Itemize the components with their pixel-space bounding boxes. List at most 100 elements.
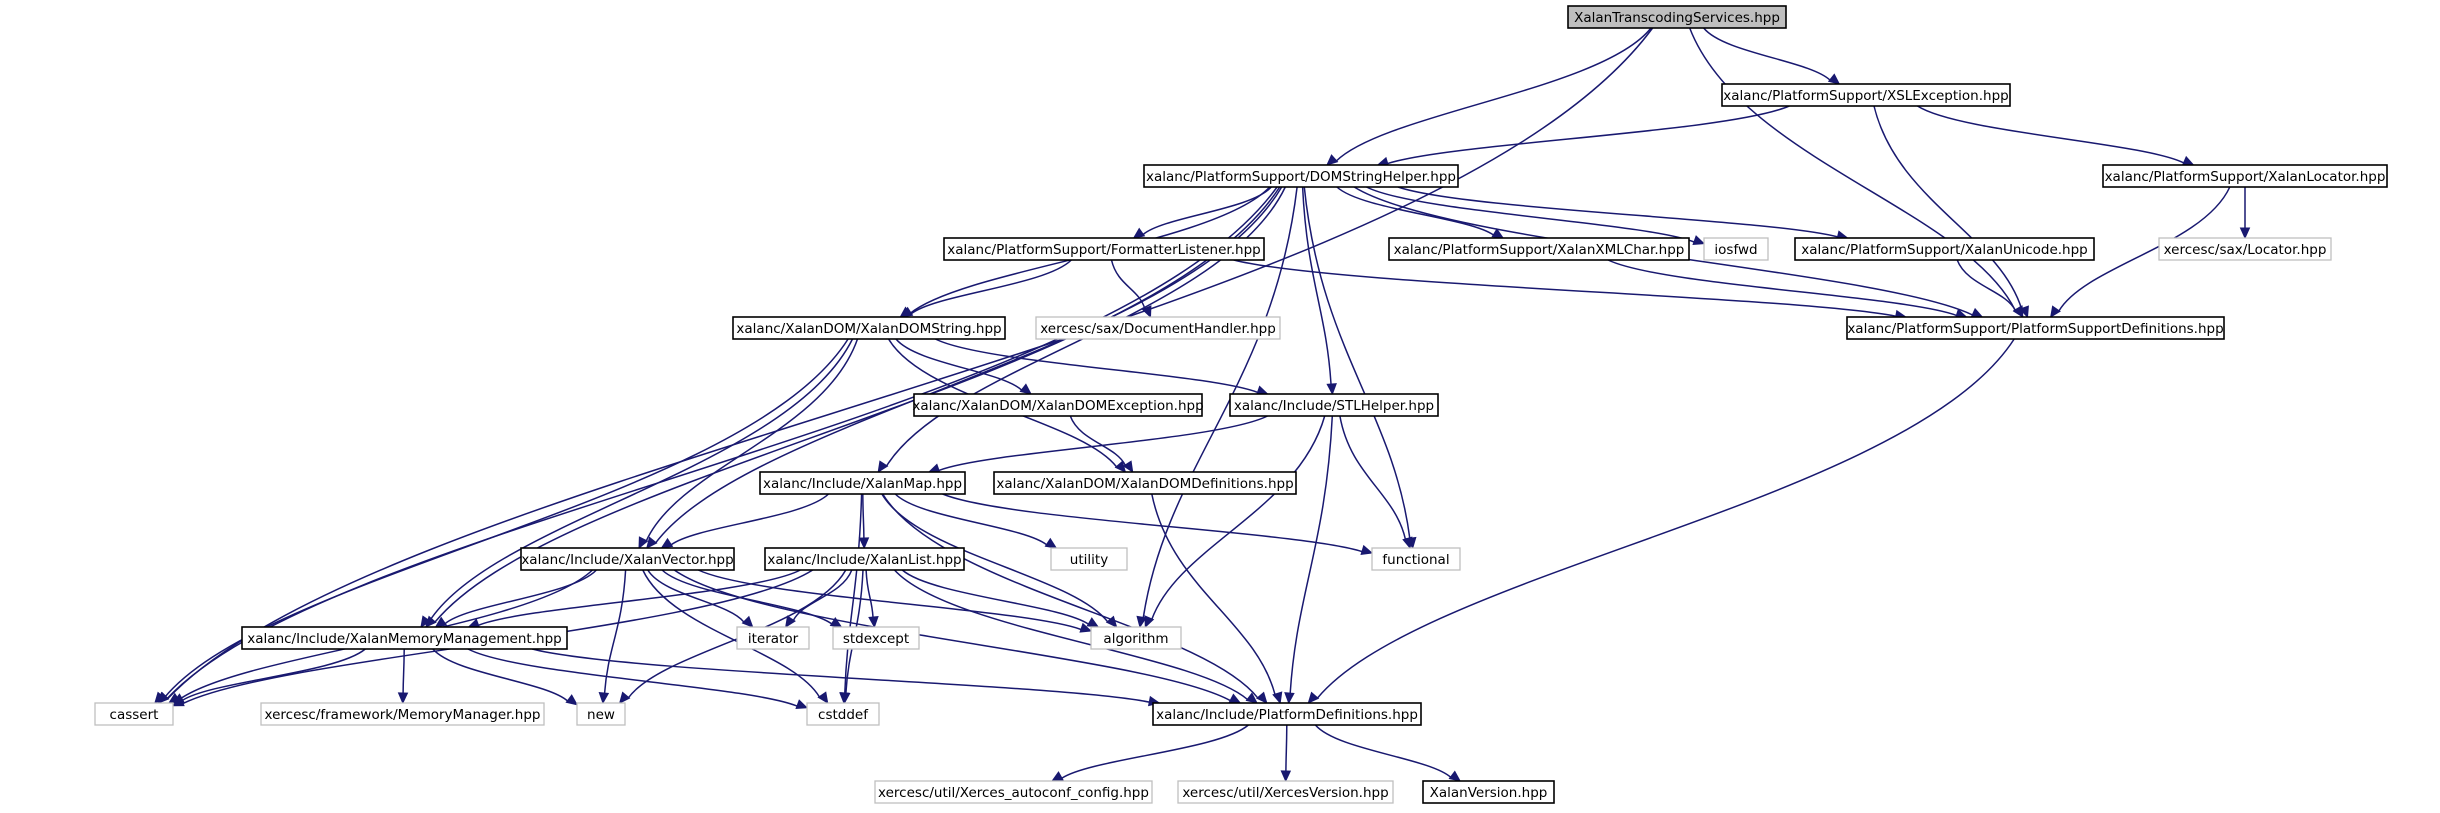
edge-arrowhead-stlhelper-to-functional xyxy=(1402,536,1413,550)
node-box-xalandomexception xyxy=(913,393,1203,417)
edge-arrowhead-xalanmap-to-xalanvector xyxy=(660,537,674,549)
edge-root-to-platformsupportdefs xyxy=(1689,27,2016,311)
node-box-xalanversion xyxy=(1422,780,1555,804)
edge-root-to-domstringhelper xyxy=(1335,27,1652,162)
node-xalandomdefs[interactable]: xalanc/XalanDOM/XalanDOMDefinitions.hpp xyxy=(993,471,1297,495)
edge-xalanmemmgmt-to-new xyxy=(432,648,569,702)
edge-xalanlist-to-xalanmemmgmt xyxy=(478,569,801,626)
edge-domstringhelper-to-stlhelper xyxy=(1301,186,1332,385)
node-label-xalanmemmgmt: xalanc/Include/XalanMemoryManagement.hpp xyxy=(247,631,561,647)
edge-xalandomstring-to-cassert xyxy=(163,338,849,699)
node-platformdefs[interactable]: xalanc/Include/PlatformDefinitions.hpp xyxy=(1152,702,1422,726)
edge-arrowhead-xalanlist-to-algorithm xyxy=(1086,617,1100,628)
edge-arrowhead-platformdefs-to-autoconf xyxy=(1051,771,1064,782)
node-label-utility: utility xyxy=(1070,552,1108,568)
node-xalanversion[interactable]: XalanVersion.hpp xyxy=(1422,780,1555,804)
edge-formatterlistener-to-xalandomstring xyxy=(910,259,1072,315)
node-xalanunicode[interactable]: xalanc/PlatformSupport/XalanUnicode.hpp xyxy=(1794,237,2095,261)
node-label-xalandomdefs: xalanc/XalanDOM/XalanDOMDefinitions.hpp xyxy=(996,476,1293,492)
node-xalanxmlchar[interactable]: xalanc/PlatformSupport/XalanXMLChar.hpp xyxy=(1388,237,1690,261)
edge-xalanlist-to-iterator xyxy=(792,569,853,621)
edge-arrowhead-xalanmap-to-platformdefs xyxy=(1255,691,1268,704)
node-label-stlhelper: xalanc/Include/STLHelper.hpp xyxy=(1234,398,1434,414)
edge-arrowhead-xalanlist-to-platformdefs xyxy=(1245,692,1258,704)
edge-arrowhead-xalandomstring-to-cassert xyxy=(154,691,166,704)
node-xalandomstring[interactable]: xalanc/XalanDOM/XalanDOMString.hpp xyxy=(732,316,1006,340)
edge-xalanvector-to-iterator xyxy=(647,569,745,623)
edge-arrowhead-xalandomstring-to-xalandomexception xyxy=(1019,383,1032,395)
edge-domstringhelper-to-xalanmemmgmt xyxy=(434,186,1281,623)
node-formatterlistener[interactable]: xalanc/PlatformSupport/FormatterListener… xyxy=(943,237,1265,261)
edge-xslexception-to-xalanlocator xyxy=(1917,105,2185,164)
node-new: new xyxy=(576,702,626,726)
node-xalandomexception[interactable]: xalanc/XalanDOM/XalanDOMException.hpp xyxy=(912,393,1204,417)
edge-arrowhead-formatterlistener-to-xalandomstring xyxy=(900,306,914,318)
node-box-platformsupportdefs xyxy=(1846,316,2225,340)
edge-arrowhead-domstringhelper-to-xalanvector xyxy=(646,536,658,549)
node-label-formatterlistener: xalanc/PlatformSupport/FormatterListener… xyxy=(947,242,1260,258)
node-box-algorithm xyxy=(1090,626,1182,650)
edge-arrowhead-xalanlocator-to-platformsupportdefs xyxy=(2050,305,2061,319)
node-xalanlocator[interactable]: xalanc/PlatformSupport/XalanLocator.hpp xyxy=(2102,164,2388,188)
edge-stlhelper-to-algorithm xyxy=(1151,415,1326,620)
node-label-xercesversion: xercesc/util/XercesVersion.hpp xyxy=(1182,785,1388,801)
node-box-saxlocator xyxy=(2158,237,2332,261)
edge-xalanvector-to-algorithm xyxy=(697,569,1082,631)
edge-xalanlist-to-platformdefs xyxy=(893,569,1249,701)
edge-arrowhead-xalanmap-to-utility xyxy=(1044,537,1058,549)
edge-arrowhead-formatterlistener-to-documenthandler xyxy=(1141,305,1152,319)
node-documenthandler: xercesc/sax/DocumentHandler.hpp xyxy=(1035,316,1281,340)
edge-xalanmap-to-platformdefs xyxy=(882,493,1259,699)
node-box-xalanunicode xyxy=(1794,237,2095,261)
edges-layer xyxy=(154,27,2251,783)
edge-xslexception-to-domstringhelper xyxy=(1387,105,1790,165)
node-xslexception[interactable]: xalanc/PlatformSupport/XSLException.hpp xyxy=(1721,83,2011,107)
edge-arrowhead-xalanvector-to-cstddef xyxy=(817,691,829,704)
edge-formatterlistener-to-documenthandler xyxy=(1110,259,1146,309)
node-iterator: iterator xyxy=(736,626,810,650)
node-box-xalanlocator xyxy=(2102,164,2388,188)
edge-xalanmemmgmt-to-cassert xyxy=(182,648,366,701)
node-root[interactable]: XalanTranscodingServices.hpp xyxy=(1567,5,1787,29)
node-cassert: cassert xyxy=(94,702,174,726)
node-box-stlhelper xyxy=(1229,393,1439,417)
node-box-xalanxmlchar xyxy=(1388,237,1690,261)
node-xalanlist[interactable]: xalanc/Include/XalanList.hpp xyxy=(764,547,965,571)
edge-arrowhead-xalanvector-to-xalanmemmgmt xyxy=(434,616,448,628)
node-functional: functional xyxy=(1371,547,1461,571)
edge-stlhelper-to-functional xyxy=(1339,415,1407,540)
node-xalanmap[interactable]: xalanc/Include/XalanMap.hpp xyxy=(759,471,966,495)
edge-arrowhead-xalanvector-to-platformdefs xyxy=(1228,693,1242,704)
node-stlhelper[interactable]: xalanc/Include/STLHelper.hpp xyxy=(1229,393,1439,417)
node-algorithm: algorithm xyxy=(1090,626,1182,650)
node-box-iterator xyxy=(736,626,810,650)
edge-arrowhead-stlhelper-to-algorithm xyxy=(1144,615,1155,629)
node-utility: utility xyxy=(1050,547,1128,571)
node-box-xalanmemmgmt xyxy=(241,626,568,650)
node-xercesversion: xercesc/util/XercesVersion.hpp xyxy=(1177,780,1394,804)
node-xalanmemmgmt[interactable]: xalanc/Include/XalanMemoryManagement.hpp xyxy=(241,626,568,650)
edge-arrowhead-xalanmemmgmt-to-cassert xyxy=(171,693,185,704)
node-label-documenthandler: xercesc/sax/DocumentHandler.hpp xyxy=(1040,321,1276,337)
edge-domstringhelper-to-functional xyxy=(1303,186,1411,539)
edge-xalanmemmgmt-to-platformdefs xyxy=(532,648,1150,703)
edge-arrowhead-xalanlist-to-iterator xyxy=(785,615,796,629)
edge-stlhelper-to-xalanmap xyxy=(938,415,1268,472)
node-box-xslexception xyxy=(1721,83,2011,107)
edge-xalanlocator-to-platformsupportdefs xyxy=(2058,186,2231,312)
edge-xalandomexception-to-xalandomdefs xyxy=(1069,415,1126,466)
node-label-root: XalanTranscodingServices.hpp xyxy=(1574,10,1780,26)
edge-platformdefs-to-xercesversion xyxy=(1285,724,1288,772)
node-xalanvector[interactable]: xalanc/Include/XalanVector.hpp xyxy=(520,547,735,571)
edge-xalanvector-to-platformdefs xyxy=(673,569,1231,702)
edge-arrowhead-xalanmemmgmt-to-memorymanager xyxy=(397,692,409,705)
node-domstringhelper[interactable]: xalanc/PlatformSupport/DOMStringHelper.h… xyxy=(1143,164,1459,188)
node-box-iosfwd xyxy=(1703,237,1769,261)
node-platformsupportdefs[interactable]: xalanc/PlatformSupport/PlatformSupportDe… xyxy=(1846,316,2225,340)
node-box-new xyxy=(576,702,626,726)
node-box-stdexcept xyxy=(832,626,920,650)
edge-arrowhead-domstringhelper-to-xalanmap xyxy=(877,460,889,474)
edge-domstringhelper-to-algorithm xyxy=(1142,186,1298,618)
edge-arrowhead-domstringhelper-to-formatterlistener xyxy=(1132,227,1146,239)
edge-arrowhead-domstringhelper-to-platformsupportdefs xyxy=(1970,307,1984,318)
